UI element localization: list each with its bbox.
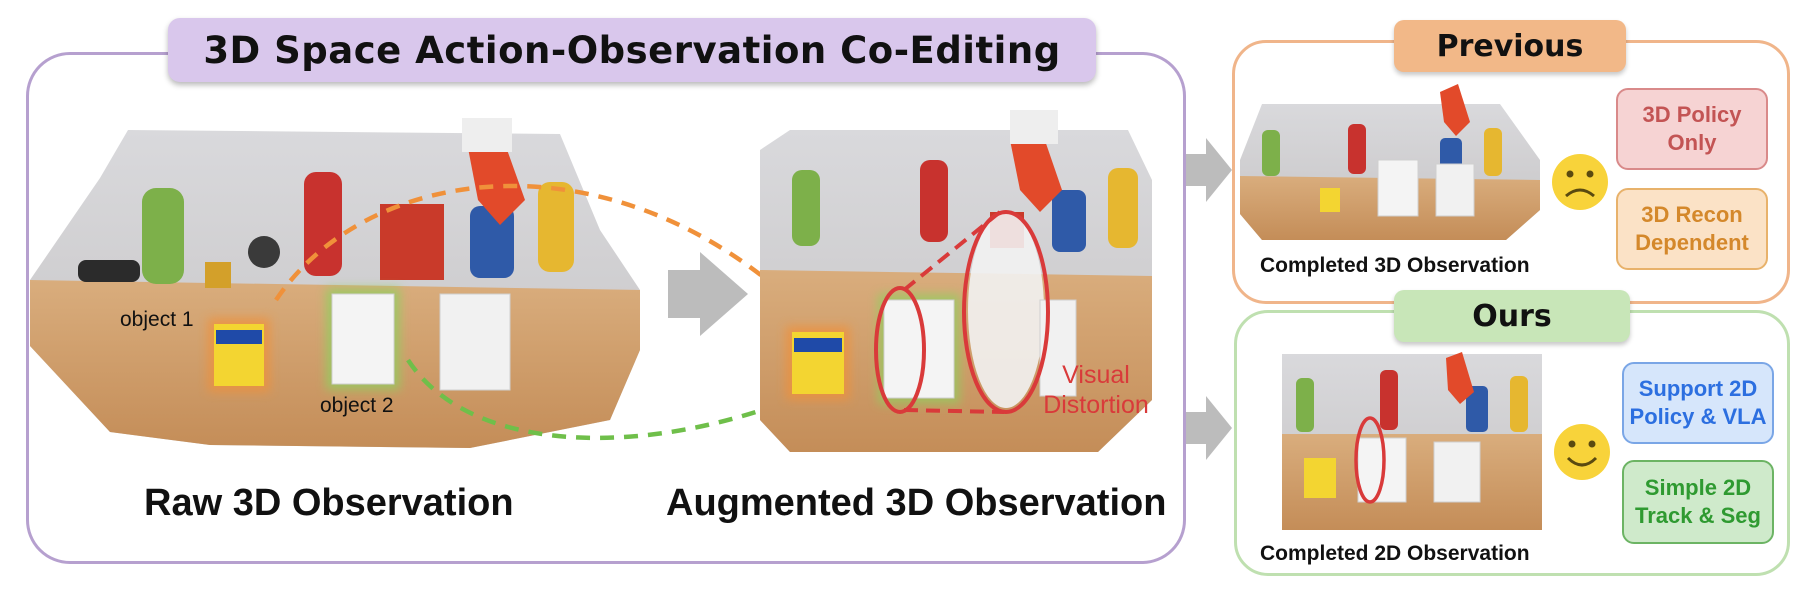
gripper-mount bbox=[1010, 110, 1058, 144]
can bbox=[792, 170, 820, 246]
raw-3d-label: Raw 3D Observation bbox=[144, 482, 514, 525]
pill3-line1: Support 2D bbox=[1630, 375, 1767, 403]
arrow-to-ours bbox=[1186, 396, 1232, 460]
raw-3d-scene bbox=[30, 118, 870, 448]
object2-label: object 2 bbox=[320, 394, 394, 418]
pill-simple-2d-track-seg: Simple 2D Track & Seg bbox=[1622, 460, 1774, 544]
object1-label: object 1 bbox=[120, 308, 194, 332]
pill2-line1: 3D Recon bbox=[1635, 201, 1749, 229]
pill3-line2: Policy & VLA bbox=[1630, 403, 1767, 431]
object1-label-band bbox=[216, 330, 262, 344]
pill1-line2: Only bbox=[1642, 129, 1741, 157]
previous-caption: Completed 3D Observation bbox=[1260, 254, 1530, 278]
pill2-line2: Dependent bbox=[1635, 229, 1749, 257]
cracker-box bbox=[380, 204, 444, 280]
gripper-mount bbox=[462, 118, 512, 152]
augmented-3d-label: Augmented 3D Observation bbox=[666, 482, 1166, 525]
distortion-line1: Visual bbox=[1026, 360, 1166, 390]
ours-title: Ours bbox=[1394, 290, 1630, 342]
object2-box bbox=[332, 294, 394, 384]
toy-car bbox=[78, 260, 140, 282]
object2-target-box bbox=[440, 294, 510, 390]
previous-title: Previous bbox=[1394, 20, 1626, 72]
main-title: 3D Space Action-Observation Co-Editing bbox=[168, 18, 1096, 82]
pill4-line2: Track & Seg bbox=[1635, 502, 1761, 530]
can bbox=[142, 188, 184, 284]
pill1-line1: 3D Policy bbox=[1642, 101, 1741, 129]
pill4-line1: Simple 2D bbox=[1635, 474, 1761, 502]
toy-figure bbox=[248, 236, 280, 268]
pill-3d-policy-only: 3D Policy Only bbox=[1616, 88, 1768, 170]
arrow-to-previous bbox=[1186, 138, 1232, 202]
pill-3d-recon-dependent: 3D Recon Dependent bbox=[1616, 188, 1768, 270]
aug-object1-label-band bbox=[794, 338, 842, 352]
visual-distortion-label: Visual Distortion bbox=[1026, 360, 1166, 420]
can bbox=[920, 160, 948, 242]
rubiks-cube bbox=[205, 262, 231, 288]
transition-arrow bbox=[668, 252, 748, 336]
can bbox=[1108, 168, 1138, 248]
ours-caption: Completed 2D Observation bbox=[1260, 542, 1530, 566]
can bbox=[538, 182, 574, 272]
distortion-line2: Distortion bbox=[1026, 390, 1166, 420]
pill-support-2d-policy: Support 2D Policy & VLA bbox=[1622, 362, 1774, 444]
can bbox=[1052, 190, 1086, 252]
